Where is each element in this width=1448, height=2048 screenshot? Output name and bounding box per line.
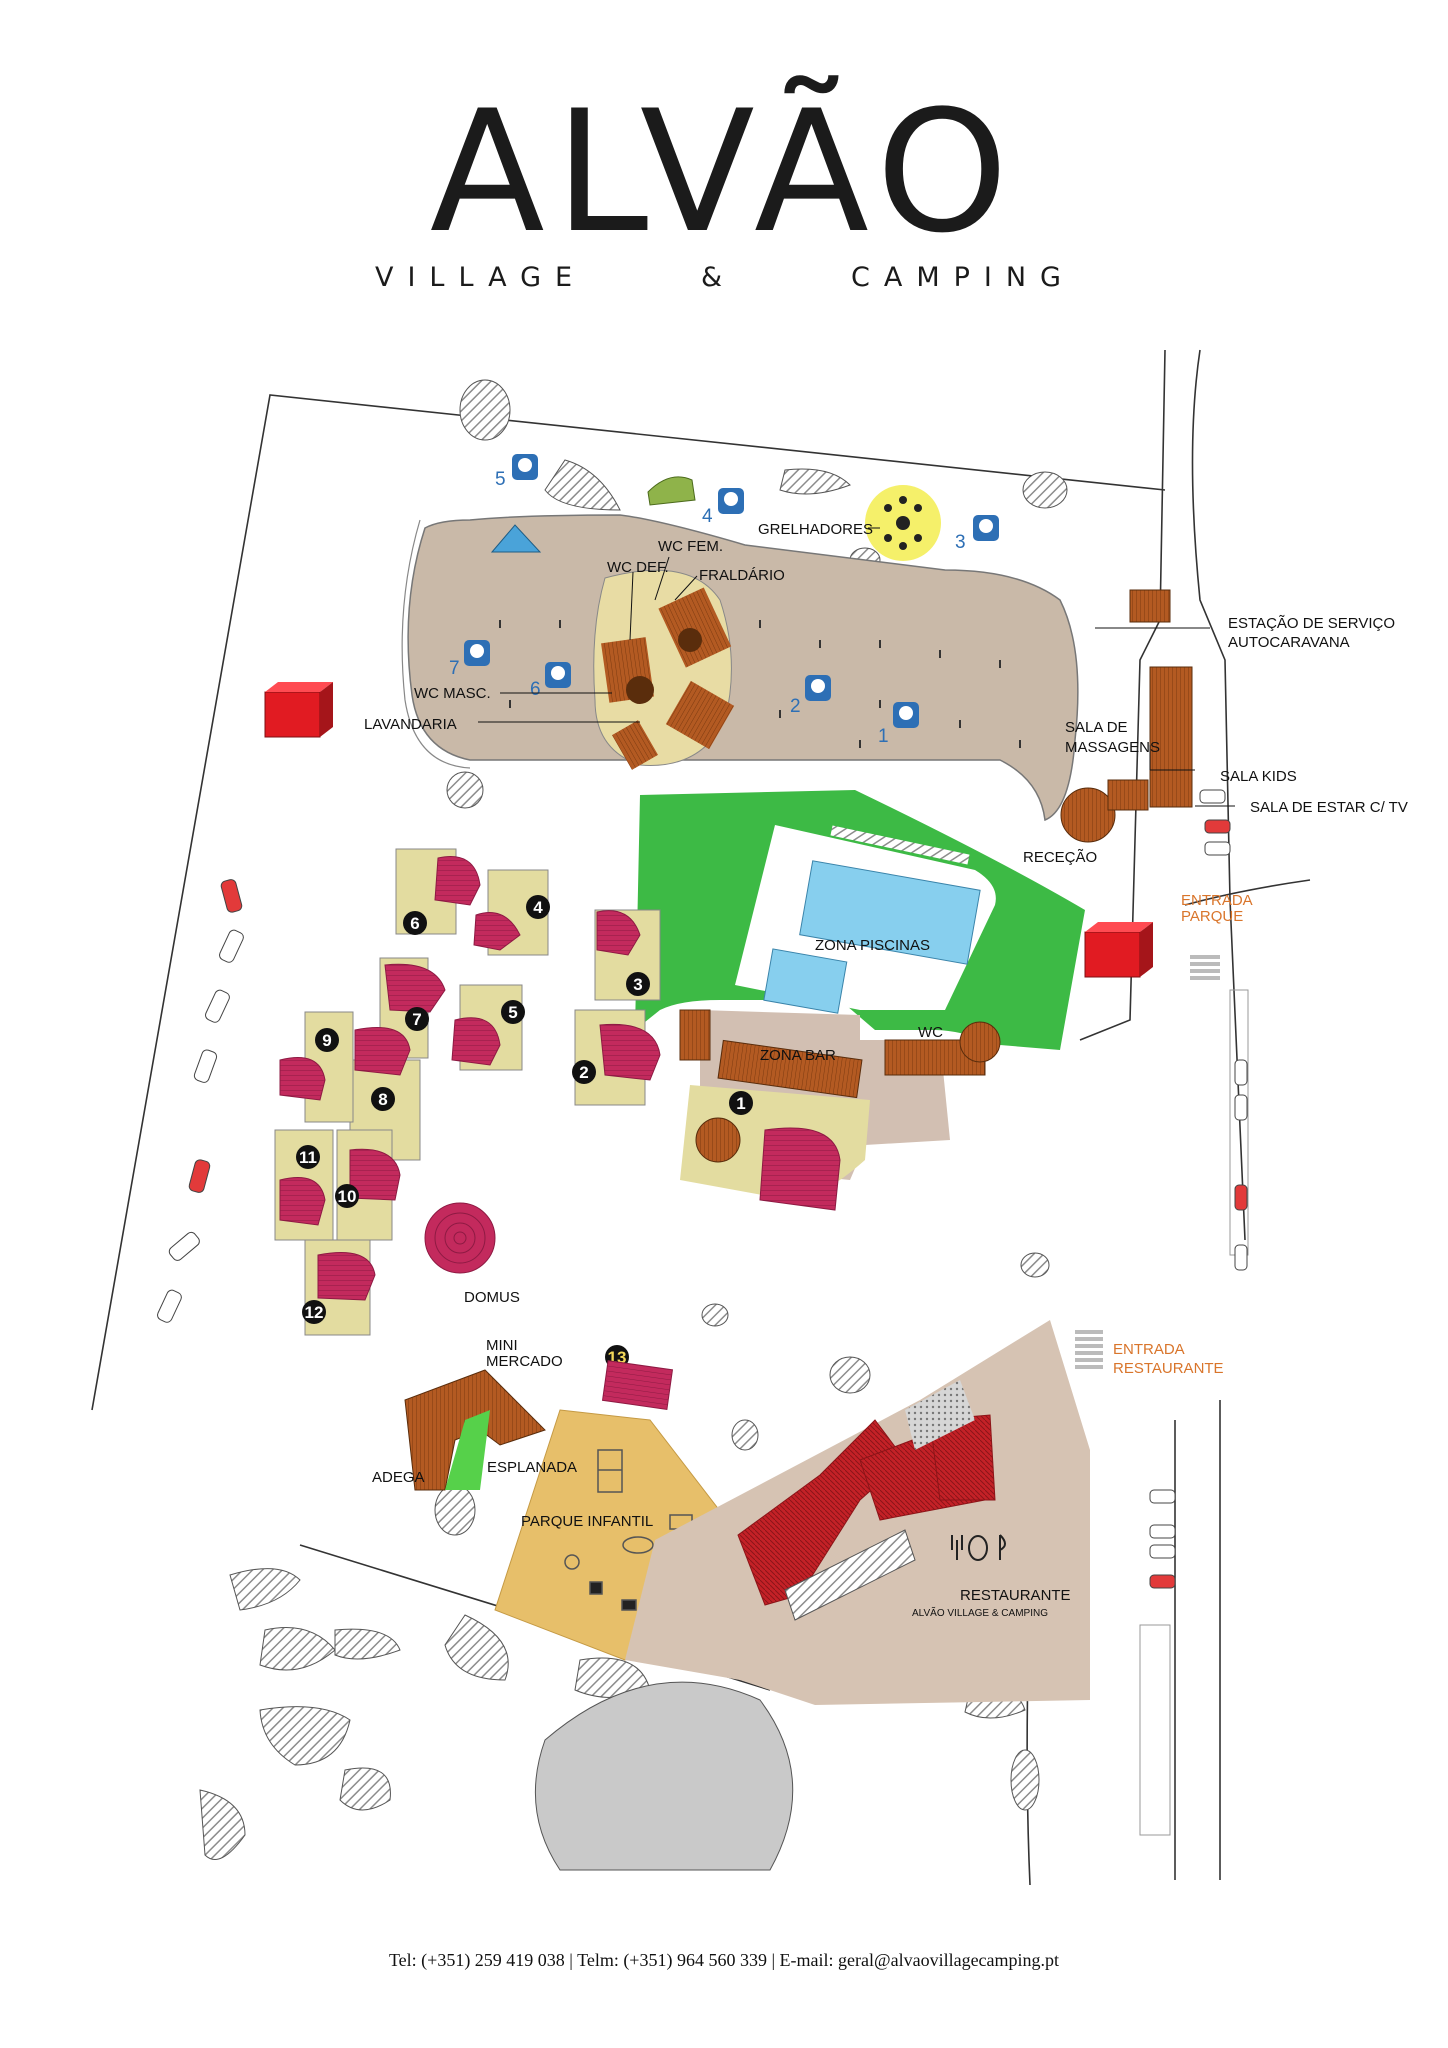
wifi-spot-5: 5 [495, 454, 538, 490]
label-sala-kids: SALA KIDS [1220, 768, 1297, 785]
wifi-spot-3: 3 [955, 515, 999, 553]
bungalow-10-number: 10 [338, 1187, 357, 1206]
label-sala-estar: SALA DE ESTAR C/ TV [1250, 799, 1408, 816]
svg-text:6: 6 [530, 679, 541, 700]
label-entrada-restaurante-1: ENTRADA [1113, 1341, 1185, 1358]
sala-kids-building [1149, 666, 1193, 808]
label-lavandaria: LAVANDARIA [364, 716, 457, 733]
parked-cars [157, 789, 1248, 1589]
label-entrada-restaurante-2: RESTAURANTE [1113, 1360, 1224, 1377]
svg-text:3: 3 [955, 532, 966, 553]
wifi-spot-1: 1 [878, 702, 919, 747]
label-estacao-servico: ESTAÇÃO DE SERVIÇO [1228, 615, 1395, 632]
brand-sub-camping: CAMPING [851, 262, 1075, 293]
tent-green-icon [647, 476, 696, 506]
bungalow-roofs [279, 856, 661, 1301]
bungalow-13-building [601, 1360, 674, 1410]
parking-bays [1139, 989, 1249, 1836]
bungalow-4-number: 4 [533, 898, 543, 917]
label-zona-piscinas: ZONA PISCINAS [815, 937, 930, 954]
map-labels: GRELHADORES WC FEM. WC DEF. FRALDÁRIO WC… [364, 521, 1408, 1619]
label-adega: ADEGA [372, 1469, 425, 1486]
bungalow-9-number: 9 [322, 1031, 331, 1050]
label-restaurante: RESTAURANTE [960, 1587, 1071, 1604]
wifi-spot-2: 2 [790, 675, 831, 717]
red-cube-west [264, 682, 333, 738]
grill-icon [884, 496, 922, 550]
label-autocaravana: AUTOCARAVANA [1228, 634, 1350, 651]
label-massagens: MASSAGENS [1065, 739, 1160, 756]
minimercado-adega-building [404, 1369, 546, 1491]
label-esplanada: ESPLANADA [487, 1459, 577, 1476]
svg-text:5: 5 [495, 469, 506, 490]
leader-lines [478, 527, 1235, 807]
bungalow-12-number: 12 [305, 1303, 324, 1322]
camping-area [407, 514, 1079, 822]
svg-text:4: 4 [702, 506, 713, 527]
service-station-building [1129, 589, 1171, 623]
label-entrada-parque-1: ENTRADA [1181, 892, 1253, 909]
label-entrada-parque-2: PARQUE [1181, 908, 1243, 925]
bungalow-1-number: 1 [736, 1094, 745, 1113]
bungalow-8-number: 8 [378, 1090, 387, 1109]
bungalow-3-number: 3 [633, 975, 642, 994]
wifi-spot-4: 4 [702, 488, 744, 527]
contact-footer: Tel: (+351) 259 419 038 | Telm: (+351) 9… [388, 1950, 1060, 1970]
wifi-spot-6: 6 [530, 662, 571, 700]
label-restaurante-sub: ALVÃO VILLAGE & CAMPING [912, 1606, 1048, 1619]
wifi-spot-7: 7 [449, 640, 490, 679]
label-fraldario: FRALDÁRIO [699, 567, 785, 584]
crosswalks [1075, 955, 1220, 1369]
brand-sub-village: VILLAGE [375, 262, 587, 293]
label-wc: WC [918, 1024, 943, 1041]
wifi-spots: 1 2 3 4 5 6 7 [449, 454, 999, 747]
pool-main [799, 860, 981, 965]
label-mercado: MERCADO [486, 1353, 563, 1370]
label-parque-infantil: PARQUE INFANTIL [521, 1513, 653, 1530]
brand-title: ALVÃO [429, 74, 1019, 270]
cutlery-icon [951, 1534, 1006, 1561]
pitch-markers [499, 610, 1021, 748]
label-sala-de: SALA DE [1065, 719, 1128, 736]
brand-subtitle: VILLAGE & CAMPING [375, 262, 1075, 293]
label-grelhadores: GRELHADORES [758, 521, 873, 538]
label-wc-masc: WC MASC. [414, 685, 491, 702]
sanitary-block [593, 569, 735, 770]
red-cube-east [1084, 922, 1153, 978]
label-mini: MINI [486, 1337, 518, 1354]
bungalow-5-number: 5 [508, 1003, 517, 1022]
playground-equipment [564, 1449, 693, 1611]
bungalow-6-number: 6 [410, 914, 419, 933]
label-rececao: RECEÇÃO [1023, 849, 1097, 866]
bungalow-numbers: 1 2 3 4 5 6 7 8 9 10 11 12 13 [296, 895, 753, 1369]
tent-blue-icon [490, 524, 542, 553]
label-domus: DOMUS [464, 1289, 520, 1306]
domus-building [424, 1202, 496, 1274]
pool-kids [763, 948, 848, 1014]
rocks [199, 379, 1068, 1871]
bungalow-7-number: 7 [412, 1010, 421, 1029]
restaurant-building [737, 1414, 996, 1606]
svg-text:2: 2 [790, 696, 801, 717]
bar-building [717, 1039, 863, 1099]
bungalow-11-number: 11 [299, 1148, 317, 1167]
label-wc-def: WC DEF. [607, 559, 669, 576]
svg-text:7: 7 [449, 658, 460, 679]
label-wc-fem: WC FEM. [658, 538, 723, 555]
bungalow-2-number: 2 [579, 1063, 588, 1082]
svg-text:1: 1 [878, 726, 889, 747]
brand-sub-amp: & [701, 262, 737, 293]
label-zona-bar: ZONA BAR [760, 1047, 836, 1064]
reception-building [1060, 787, 1116, 843]
